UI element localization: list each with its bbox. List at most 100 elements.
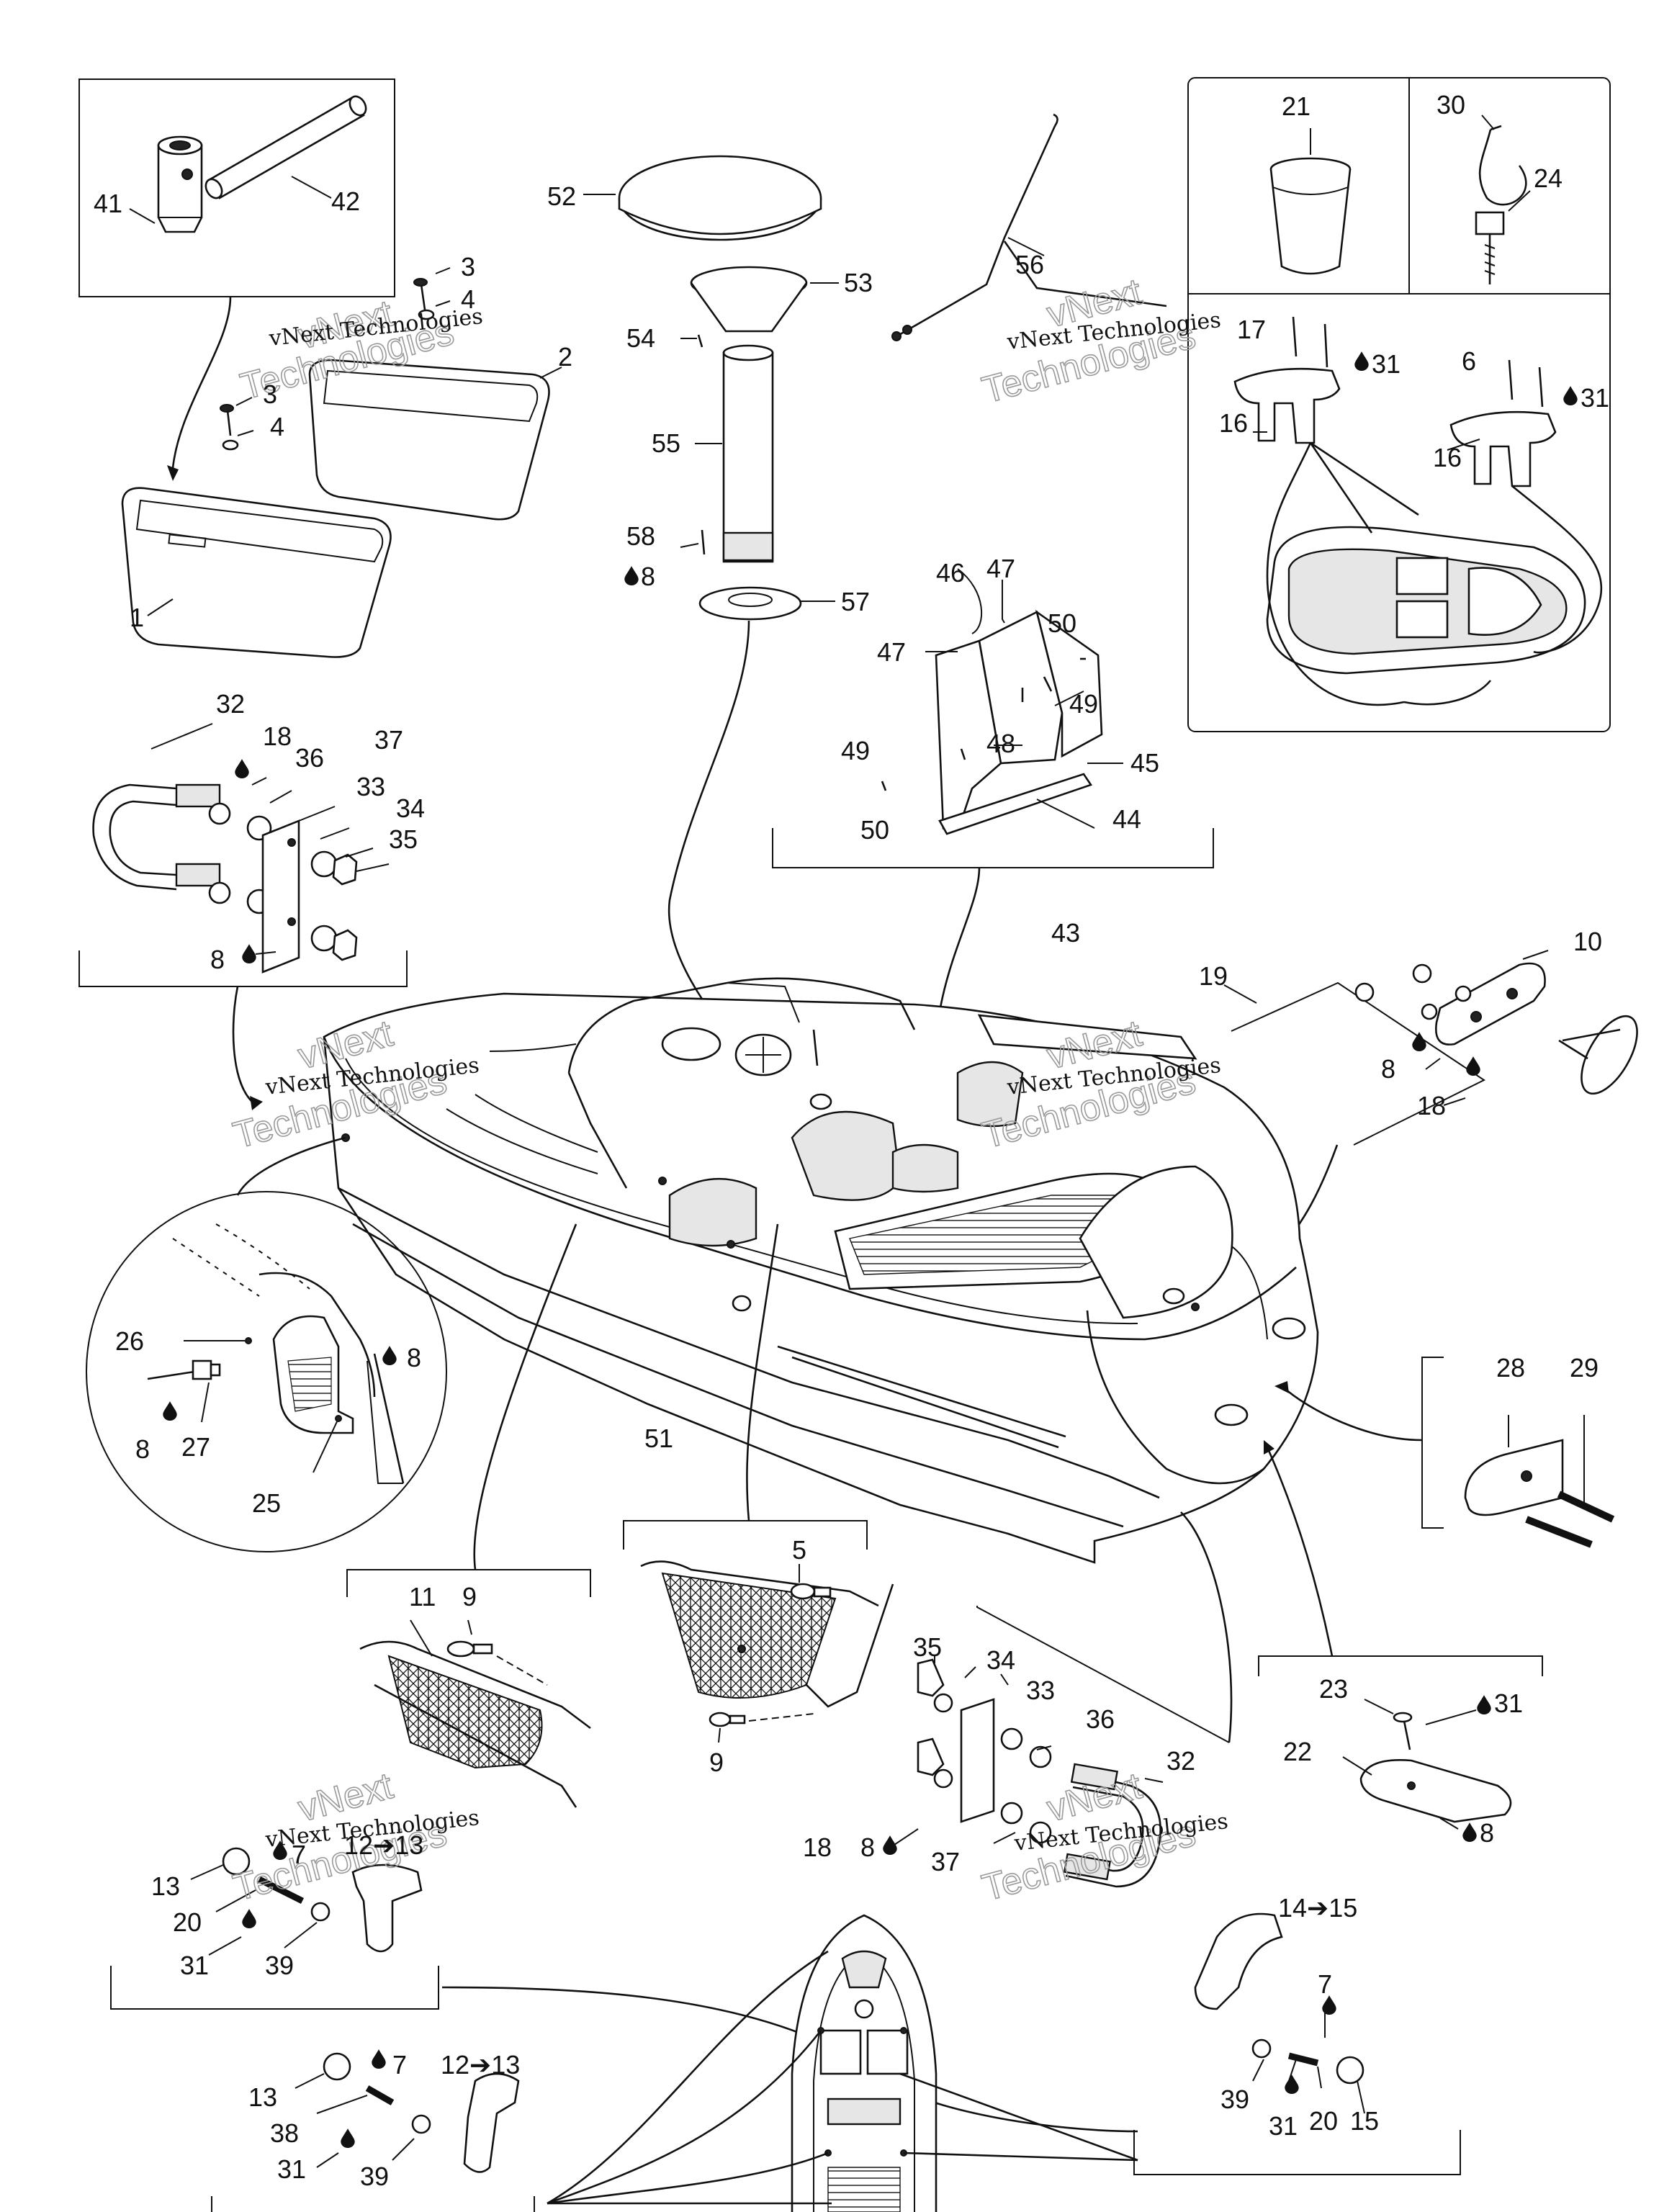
callout-8-detail: 8	[407, 1343, 421, 1372]
accessory-box	[1187, 77, 1611, 732]
screw-54	[697, 334, 703, 348]
callout-3-lower: 3	[263, 379, 277, 409]
rub-rail-detail	[86, 1136, 447, 1552]
callout-9-upper: 9	[462, 1582, 477, 1611]
steering-wheel	[661, 1027, 721, 1061]
callout-7-lower: 7	[392, 2050, 407, 2080]
callout-37-upper: 37	[374, 725, 403, 755]
callout-47-top: 47	[986, 554, 1015, 583]
callout-5: 5	[792, 1535, 806, 1565]
net-11-group	[359, 1223, 591, 1808]
callout-54: 54	[626, 323, 655, 353]
floor-base-57	[698, 586, 802, 621]
callout-33-upper: 33	[356, 772, 385, 801]
callout-49-right: 49	[1069, 689, 1098, 719]
extension-bar-42	[204, 95, 367, 199]
callout-12-13-upper: 12➔13	[344, 1830, 423, 1860]
callout-10: 10	[1573, 927, 1602, 956]
callout-44: 44	[1112, 804, 1141, 834]
table-assembly	[583, 155, 839, 1074]
screw-9-lower	[709, 1712, 746, 1727]
cleat-10	[1434, 962, 1546, 1046]
socket-wrench-41	[157, 135, 203, 233]
tool-kit-box	[78, 78, 395, 297]
grab-handle-12-upper	[190, 1847, 829, 2046]
callout-25: 25	[252, 1488, 281, 1518]
callout-4-upper: 4	[461, 284, 475, 314]
tie-mount-24	[1475, 211, 1505, 284]
washer-4-upper	[418, 309, 435, 320]
callout-41: 41	[94, 189, 122, 218]
accessory-box-parts	[1233, 114, 1603, 706]
screw-5	[790, 1583, 832, 1600]
callout-34-upper: 34	[396, 793, 425, 823]
callout-17: 17	[1237, 315, 1266, 344]
callout-8-cleat: 8	[1480, 1818, 1494, 1848]
windshield-stay-56	[891, 113, 1167, 341]
boat-top-view-bottom	[547, 1914, 1138, 2212]
screw-58	[701, 529, 706, 555]
boat-hull	[323, 977, 1319, 1564]
callout-16-left: 16	[1219, 408, 1248, 438]
callout-1: 1	[130, 603, 144, 632]
watermark-6: vNext Technologies vNext Technologies	[977, 1764, 1229, 1910]
callout-55: 55	[652, 428, 680, 458]
tool-kit-group	[129, 95, 367, 233]
passenger-seat	[668, 1177, 757, 1247]
callout-38: 38	[270, 2118, 299, 2148]
callout-7-upper: 7	[292, 1840, 306, 1869]
callout-50-top: 50	[1048, 608, 1076, 638]
watermark-2: vNext Technologies vNext Technologies	[977, 270, 1222, 412]
storage-bin-1	[121, 487, 392, 658]
callout-42: 42	[331, 186, 360, 216]
callout-12-13-lower: 12➔13	[441, 2050, 520, 2080]
callout-36-lower: 36	[1086, 1704, 1115, 1734]
grab-handle-12-lower	[295, 2052, 520, 2173]
callout-13-upper: 13	[151, 1871, 180, 1901]
callout-11: 11	[409, 1582, 436, 1611]
backrest	[1079, 1165, 1233, 1319]
callout-9-lower: 9	[709, 1748, 724, 1777]
u-bolt-assembly-upper	[89, 723, 390, 1110]
callout-31-cleat: 31	[1494, 1689, 1523, 1718]
callout-8-upper: 8	[210, 945, 225, 974]
callout-26: 26	[115, 1326, 144, 1356]
callout-3-upper: 3	[461, 252, 475, 282]
callout-51: 51	[644, 1424, 673, 1453]
callout-14-15: 14➔15	[1278, 1893, 1357, 1923]
callout-31-upper: 31	[180, 1951, 209, 1980]
callout-31-acc-right: 31	[1581, 383, 1609, 413]
callout-34-lower: 34	[986, 1645, 1015, 1675]
callout-43: 43	[1051, 918, 1080, 948]
screw-3-upper	[413, 278, 428, 310]
callout-27: 27	[181, 1432, 210, 1462]
callout-52: 52	[547, 181, 576, 211]
clip-28	[1464, 1439, 1564, 1516]
screw-9-upper	[446, 1640, 493, 1658]
callout-50-left: 50	[860, 815, 889, 845]
callout-53: 53	[844, 268, 873, 297]
callout-32-upper: 32	[216, 689, 245, 719]
callout-37-lower: 37	[931, 1847, 960, 1876]
cup-holder-21	[1269, 157, 1352, 275]
fender-clip-assembly	[1274, 1381, 1615, 1548]
pedestal-tube-55	[722, 344, 774, 563]
net-5-group	[640, 1223, 894, 1743]
callout-58: 58	[626, 521, 655, 551]
callout-15: 15	[1350, 2106, 1379, 2136]
screw-3-lower	[220, 404, 234, 436]
callout-31-lower: 31	[277, 2154, 306, 2184]
callout-39-lower: 39	[360, 2162, 389, 2191]
callout-39-upper: 39	[265, 1951, 294, 1980]
callout-31-right: 31	[1269, 2111, 1298, 2141]
callout-32-lower: 32	[1166, 1746, 1195, 1776]
watermark-5: vNext Technologies vNext Technologies	[228, 1764, 480, 1910]
callout-6: 6	[1462, 346, 1476, 376]
callout-7-right: 7	[1318, 1969, 1332, 1999]
callout-8-table: 8	[641, 562, 655, 591]
callout-57: 57	[841, 587, 870, 616]
callout-23: 23	[1319, 1674, 1348, 1704]
frames	[78, 77, 1611, 2212]
hatch-handle-18	[1558, 1015, 1638, 1095]
